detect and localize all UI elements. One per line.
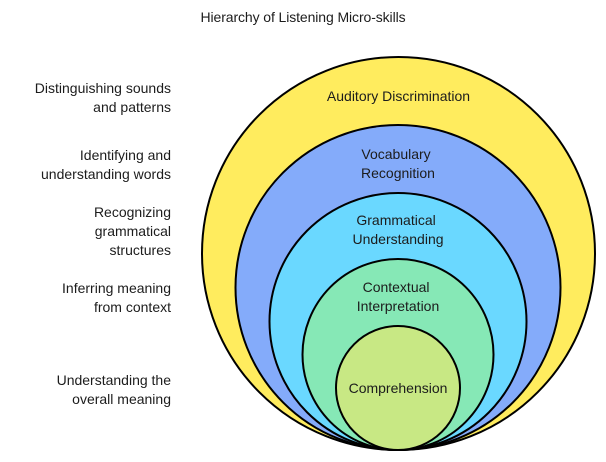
label-line: Contextual	[363, 279, 430, 295]
label-contextual-interpretation: Contextual Interpretation	[357, 279, 440, 314]
label-line: Grammatical	[356, 212, 435, 228]
label-line: Interpretation	[357, 298, 440, 314]
label-auditory-discrimination: Auditory Discrimination	[327, 88, 470, 104]
description-line: Distinguishing sounds	[34, 80, 171, 96]
ring-comprehension: Comprehension	[335, 325, 461, 451]
description-auditory-discrimination: Distinguishing sounds and patterns	[0, 79, 171, 117]
label-grammatical-understanding: Grammatical Understanding	[352, 212, 443, 247]
label-line: Understanding	[352, 231, 443, 247]
description-line: and patterns	[93, 99, 171, 115]
description-comprehension: Understanding the overall meaning	[0, 371, 171, 409]
circle-comprehension	[335, 325, 461, 451]
description-line: grammatical	[94, 223, 171, 239]
label-vocabulary-recognition: Vocabulary Recognition	[361, 146, 435, 181]
label-line: Comprehension	[349, 380, 448, 396]
description-line: from context	[93, 299, 171, 315]
description-line: Inferring meaning	[62, 280, 171, 296]
description-line: Understanding the	[56, 372, 171, 388]
description-vocabulary-recognition: Identifying and understanding words	[0, 146, 171, 184]
label-line: Recognition	[361, 165, 435, 181]
description-line: overall meaning	[72, 391, 171, 407]
description-contextual-interpretation: Inferring meaning from context	[0, 279, 171, 317]
label-comprehension: Comprehension	[349, 380, 448, 396]
label-line: Auditory Discrimination	[327, 88, 470, 104]
label-line: Vocabulary	[361, 146, 430, 162]
description-line: Recognizing	[93, 204, 171, 220]
description-grammatical-understanding: Recognizing grammatical structures	[0, 203, 171, 260]
diagram-title: Hierarchy of Listening Micro-skills	[200, 9, 406, 25]
description-line: understanding words	[41, 166, 171, 182]
description-line: Identifying and	[79, 147, 171, 163]
description-line: structures	[109, 242, 171, 258]
